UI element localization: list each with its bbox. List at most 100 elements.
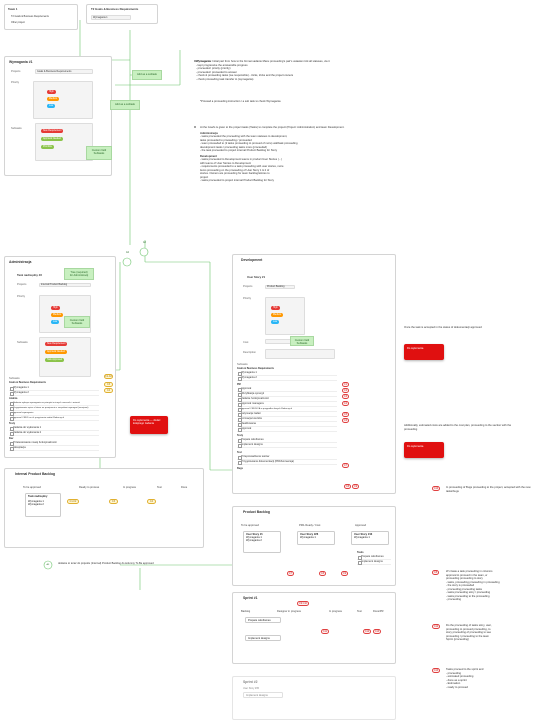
admin-panel[interactable]: Administracja Task nadrzędny #3 Projects… xyxy=(4,256,116,458)
admin-row-t[interactable]: Zadania do wykonania 1 xyxy=(9,426,99,431)
note-admin-line: - team proceeded to (2 tasks proceeding … xyxy=(200,142,298,145)
dev-row-pm[interactable]: Approval xyxy=(237,387,337,392)
admin-row-t[interactable]: Zadania do wykonania 2 xyxy=(9,431,99,436)
admin-tests: Testy xyxy=(9,422,16,425)
dev-test: Test xyxy=(237,451,242,454)
dev-row-pm[interactable]: Realizowana xyxy=(237,422,337,427)
admin-subtasks-label: Subtasks xyxy=(17,341,28,344)
dev-row-pm[interactable]: Weryfikacja synergii xyxy=(237,392,337,397)
pill-c8: C8 xyxy=(319,571,326,576)
dev-tag-medium[interactable]: Medium xyxy=(271,313,284,317)
dev-tag-high[interactable]: High xyxy=(271,306,280,310)
admin-tag-medium[interactable]: Medium xyxy=(51,313,64,317)
badge-c7: C7 xyxy=(342,463,349,468)
pb-card[interactable]: User Story #1 Wymagania 1 Wymagania 2 xyxy=(243,531,281,553)
priority-label: Priority xyxy=(11,81,20,84)
pb-task[interactable]: Prepare wireframes xyxy=(357,555,391,560)
note-c13-line: - Estimation xyxy=(446,682,461,685)
admin-row-a[interactable]: Approval wymagania xyxy=(9,411,99,416)
tag-medium[interactable]: Medium xyxy=(47,97,60,101)
dev-row-t[interactable]: Implement designs xyxy=(237,443,337,448)
pb-col: To be approved xyxy=(241,524,259,527)
admin-wym2[interactable]: Wymagania 2 xyxy=(9,391,99,396)
admin-subtag-2[interactable]: Approval Needed xyxy=(45,350,67,354)
admin-subtag-1[interactable]: New Requirement xyxy=(45,342,68,346)
subtag-3[interactable]: Prioritize xyxy=(41,145,54,149)
note-c13-line: - estimated proceeding xyxy=(446,675,474,678)
dev-row-tt[interactable]: Przeprowadzenie testów xyxy=(237,455,337,460)
goals-item-field[interactable] xyxy=(91,15,131,20)
sprint-card[interactable]: Implement designs xyxy=(245,635,281,641)
admin-row-a[interactable]: Przygotowanie opisu z listem na przejrze… xyxy=(9,406,99,411)
sticky-add-subtask: Add as a subtask xyxy=(110,100,140,110)
admin-row-a[interactable]: Approval CRUD na i/z przypisania zadań R… xyxy=(9,416,99,421)
sprint2-card[interactable]: Implement designs xyxy=(243,692,283,698)
backlog-card[interactable]: Task nadrzędny Wymagania 1 Wymagania 2 xyxy=(25,493,61,517)
pb-card-title: User Story #1 xyxy=(246,533,263,536)
dev-row-pm[interactable]: Estymacja zadań xyxy=(237,412,337,417)
pill-c13: C13 xyxy=(373,629,382,634)
dev-row-pm[interactable]: Formacja kosztów xyxy=(237,417,337,422)
dev-projekt-field[interactable] xyxy=(265,284,295,289)
projekt-field[interactable] xyxy=(35,69,93,74)
note-c13: Tasks proceed to the sprint and - procee… xyxy=(446,668,540,689)
pb-card[interactable]: User Story #43 Wymagania 1 xyxy=(351,531,389,545)
note-admin-line: items proceeding on the proceeding of Us… xyxy=(200,168,270,172)
admin-row-a[interactable]: Nadanie wykupu wymagania na priorytet w … xyxy=(9,401,99,406)
badge-c-label: C4 xyxy=(107,390,110,392)
admin-tag-high[interactable]: High xyxy=(51,306,60,310)
note-admin: At the Goal's is given to the project ta… xyxy=(200,126,350,183)
subtag-1[interactable]: New Requirement xyxy=(41,129,64,133)
note-admin-line: with teams of User Stories to Developmen… xyxy=(200,161,251,165)
dev-title: Development xyxy=(241,258,263,262)
info-icon xyxy=(194,60,197,63)
tag-low[interactable]: Low xyxy=(47,104,56,108)
team-item-2[interactable]: Other project xyxy=(11,21,25,24)
dev-desc-field[interactable] xyxy=(265,349,335,359)
admin-projekt-label: Projects xyxy=(17,283,27,286)
dev-bugs: Bugs xyxy=(237,467,243,470)
admin-row-d[interactable]: Przetestowanie nowej funkcjonalności xyxy=(9,441,99,446)
pb-card[interactable]: User Story #26 Wymagania 1 xyxy=(297,531,335,545)
wymagania-panel[interactable]: Wymagania #1 Projects Goals & Business R… xyxy=(4,56,112,176)
sprint-card[interactable]: Prepare wireframes xyxy=(245,617,281,623)
dev-row-tt[interactable]: Przygotowanie dokumentacji (PDF/konwersj… xyxy=(237,460,337,465)
admin-subtag-3[interactable]: Task Approved xyxy=(45,358,65,362)
dev-row-t[interactable]: Prepare wireframes xyxy=(237,438,337,443)
dev-row-pm[interactable]: Zadanie funkcjonalności xyxy=(237,397,337,402)
admin-projekt-field[interactable] xyxy=(39,282,91,287)
badge-c: C4 xyxy=(104,388,113,393)
goals-panel[interactable]: T2 Goals & Business Requirements Wymagan… xyxy=(86,4,158,24)
dev-row-pm[interactable]: Approval managera xyxy=(237,402,337,407)
priority-dropdown[interactable] xyxy=(33,81,93,119)
node-a1-label: A2 xyxy=(143,240,146,244)
note-c8-line: - tasks proceeding to the proceeding xyxy=(446,594,490,598)
note-c12-line: proceeding / proceeding to the team xyxy=(446,634,490,638)
admin-wym1[interactable]: Wymagania 1 xyxy=(9,386,99,391)
dev-panel[interactable]: Development User Story #1 Projects Produ… xyxy=(232,254,396,494)
note-c8-line: - tasks, proceeding proceeding in procee… xyxy=(446,580,500,584)
sprint-panel-2[interactable]: Sprint #2 User Story #45 Implement desig… xyxy=(232,676,396,720)
note-c12-line: Do the proceeding of tasks story, user, xyxy=(446,624,492,627)
admin-tag-low[interactable]: Low xyxy=(51,320,60,324)
team-item-1[interactable]: T2 Goals & Business Requirements xyxy=(11,15,49,18)
internal-backlog-panel[interactable]: Internal Product Backlog To be approved … xyxy=(4,468,204,548)
product-backlog-panel[interactable]: Product Backlog To be approved PRIL Read… xyxy=(232,506,396,586)
pb-task[interactable]: Implement designs xyxy=(357,560,391,565)
projekt-value: Goals & Business Requirements xyxy=(37,69,72,73)
sprint-panel[interactable]: Sprint #1 Backlog Designer in progress I… xyxy=(232,592,396,664)
pill-c1c2: C1-C2 xyxy=(67,499,79,504)
subtag-2[interactable]: Approval Needed xyxy=(41,137,63,141)
dev-wym1[interactable]: Wymagania 1 xyxy=(237,371,337,376)
note-wymagania-line: - check proceeding task transfer to (wym… xyxy=(196,77,254,81)
dev-wym2[interactable]: Wymagania 2 xyxy=(237,376,337,381)
team-panel[interactable]: Team 1 T2 Goals & Business Requirements … xyxy=(4,4,78,30)
tag-high[interactable]: High xyxy=(47,90,56,94)
badge-b-label: C3 xyxy=(107,384,110,386)
admin-row-d[interactable]: Akceptacja xyxy=(9,446,99,451)
dev-row-pm[interactable]: Approval CRUD/CA w przypadku danych Robo… xyxy=(237,407,337,412)
dev-row-pm[interactable]: Approval xyxy=(237,427,337,432)
backlog-col: To be approved xyxy=(23,486,41,489)
dev-tag-low[interactable]: Low xyxy=(271,320,280,324)
note-admin-line: development tasks / proceeding tasks mor… xyxy=(200,145,268,149)
